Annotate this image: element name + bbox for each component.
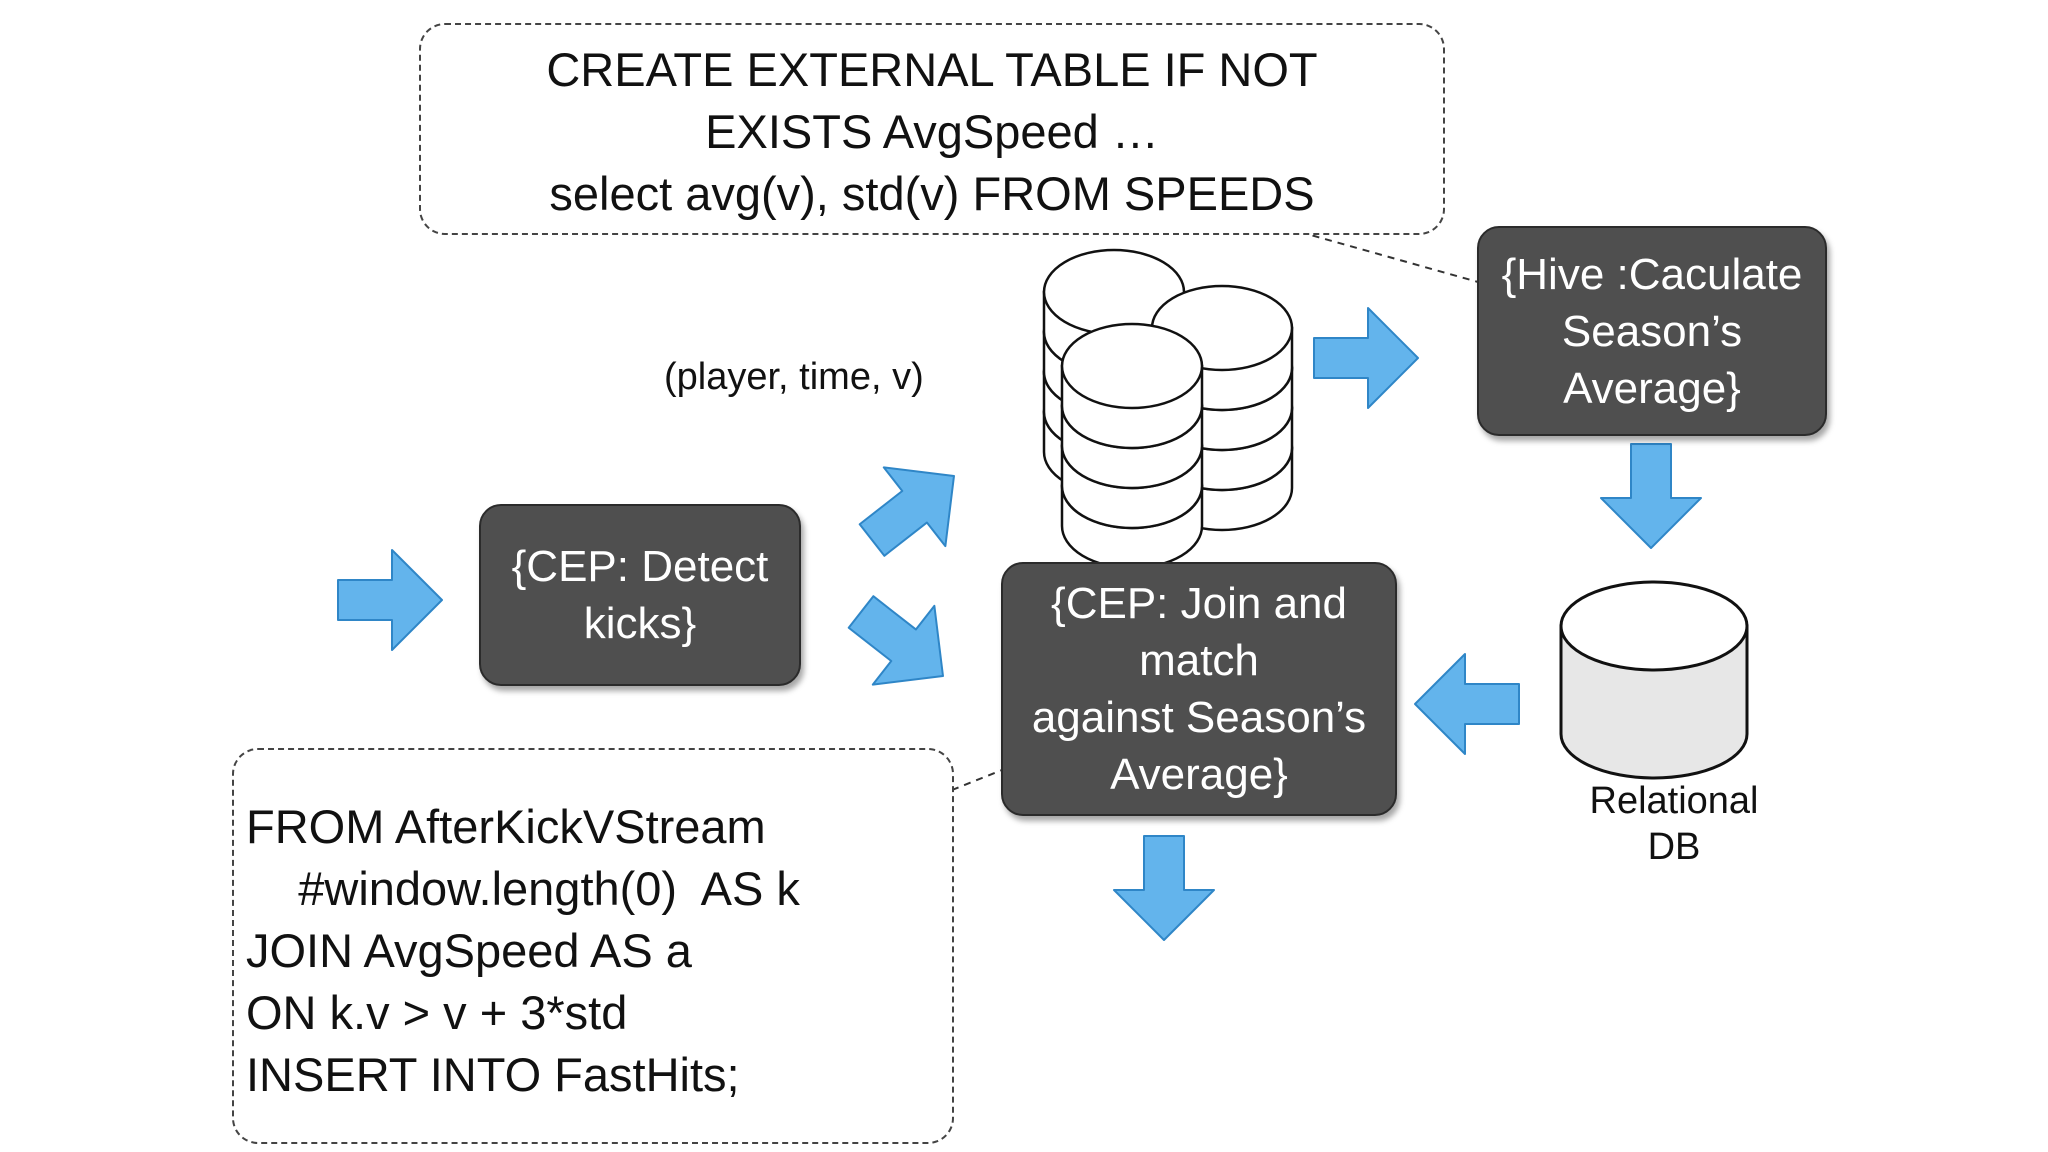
- hive-to-db-arrow-icon: [1600, 443, 1702, 549]
- hive-note-connector: [1299, 231, 1479, 283]
- kicks-to-storage-arrow-icon: [858, 466, 955, 557]
- kicks-to-join-arrow-icon: [847, 595, 944, 686]
- box-label: Average}: [1110, 750, 1288, 799]
- storage-to-hive-arrow-icon: [1313, 307, 1419, 409]
- stack-front-icon: [1060, 322, 1204, 570]
- database-cluster-icon: [1042, 248, 1294, 570]
- box-label: match: [1139, 636, 1259, 685]
- cep-query-note: FROM AfterKickVStream #window.length(0) …: [232, 748, 954, 1144]
- join-match-box: {CEP: Join and match against Season’s Av…: [1001, 562, 1397, 816]
- cep-query-line: ON k.v > v + 3*std: [246, 986, 628, 1039]
- database-icon: [1559, 580, 1749, 780]
- db-to-join-arrow-icon: [1414, 653, 1520, 755]
- relational-db-label-line: DB: [1647, 826, 1701, 868]
- cep-query-line: INSERT INTO FastHits;: [246, 1048, 740, 1101]
- output-arrow-icon: [1113, 835, 1215, 941]
- hive-query-line: EXISTS AvgSpeed …: [705, 105, 1159, 158]
- input-arrow-icon: [337, 549, 443, 651]
- box-label: {Hive :Caculate: [1501, 249, 1803, 299]
- cep-query-line: FROM AfterKickVStream: [246, 800, 766, 853]
- box-label: Season’s: [1561, 306, 1743, 356]
- box-label: against Season’s: [1031, 693, 1367, 742]
- hive-query-line: select avg(v), std(v) FROM SPEEDS: [549, 167, 1315, 220]
- cep-query-line: #window.length(0) AS k: [246, 862, 800, 915]
- relational-db-label: Relational DB: [1560, 778, 1788, 870]
- hive-average-box: {Hive :Caculate Season’s Average}: [1477, 226, 1827, 436]
- detect-kicks-box: {CEP: Detect kicks}: [479, 504, 801, 686]
- box-label: {CEP: Join and: [1051, 579, 1347, 628]
- hive-query-note: CREATE EXTERNAL TABLE IF NOT EXISTS AvgS…: [419, 23, 1445, 235]
- flow-arrows: [337, 307, 1702, 941]
- hive-query-line: CREATE EXTERNAL TABLE IF NOT: [546, 43, 1318, 96]
- box-label: {CEP: Detect: [511, 542, 769, 591]
- box-label: Average}: [1563, 363, 1741, 413]
- box-label: kicks}: [583, 599, 697, 648]
- tuple-label: (player, time, v): [664, 356, 924, 398]
- cep-note-connector: [951, 769, 1003, 791]
- relational-db-label-line: Relational: [1589, 780, 1759, 822]
- cep-query-line: JOIN AvgSpeed AS a: [246, 924, 692, 977]
